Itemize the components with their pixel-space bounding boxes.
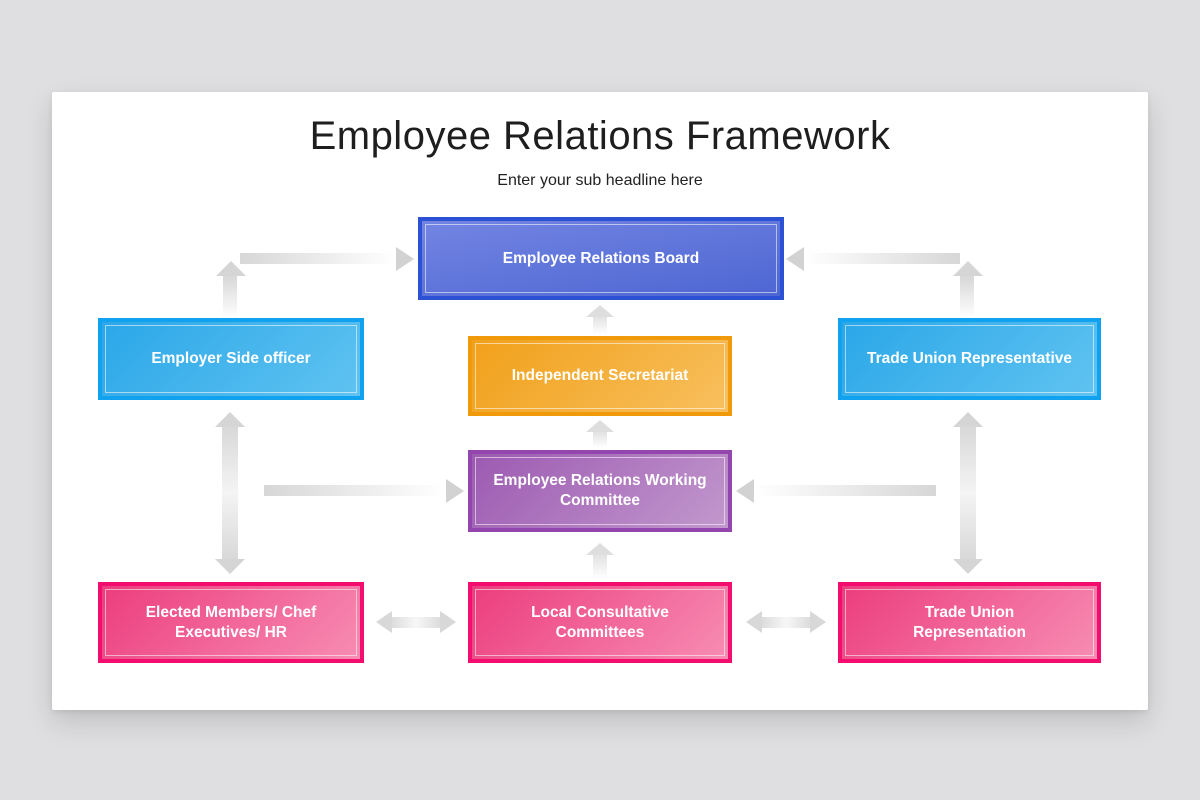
node-label: Elected Members/ Chef Executives/ HR <box>145 603 317 641</box>
arrow-shaft <box>754 485 936 496</box>
arrow-right-head <box>440 611 456 633</box>
arrow-shaft <box>593 432 607 448</box>
node-trade-union-representative: Trade Union Representative <box>838 318 1101 400</box>
node-label: Employer Side officer <box>151 350 311 367</box>
node-trade-union-representation: Trade Union Representation <box>838 582 1101 663</box>
arrow-up-head <box>953 412 983 427</box>
arrow-right-head <box>396 247 414 271</box>
arrow-shaft <box>264 485 446 496</box>
node-employee-relations-working-committee: Employee Relations Working Committee <box>468 450 732 532</box>
node-independent-secretariat: Independent Secretariat <box>468 336 732 416</box>
arrow-down-head <box>215 559 245 574</box>
arrow-shaft <box>593 555 607 579</box>
arrow-left-head <box>376 611 392 633</box>
arrow-shaft <box>240 253 396 264</box>
arrow-right-head <box>810 611 826 633</box>
arrow-right-head <box>446 479 464 503</box>
node-local-consultative-committees: Local Consultative Committees <box>468 582 732 663</box>
arrow-left-head <box>746 611 762 633</box>
node-label: Employee Relations Working Committee <box>493 472 707 509</box>
node-elected-members-chef-executives-hr: Elected Members/ Chef Executives/ HR <box>98 582 364 663</box>
arrow-up-head <box>586 543 614 555</box>
arrow-left-head <box>786 247 804 271</box>
node-employer-side-officer: Employer Side officer <box>98 318 364 400</box>
arrow-shaft <box>392 617 440 628</box>
arrow-up-head <box>215 412 245 427</box>
arrow-up-head <box>586 305 614 317</box>
node-label: Independent Secretariat <box>511 367 689 384</box>
arrow-shaft <box>222 426 238 560</box>
page-subtitle: Enter your sub headline here <box>497 172 703 189</box>
arrow-shaft <box>223 276 237 318</box>
arrow-up-head <box>586 420 614 432</box>
arrow-shaft <box>593 317 607 334</box>
arrow-shaft <box>762 617 810 628</box>
node-label: Local Consultative Committees <box>531 603 669 641</box>
arrow-up-head <box>216 261 246 276</box>
page-title: Employee Relations Framework <box>309 114 891 158</box>
arrow-left-head <box>736 479 754 503</box>
arrow-shaft <box>804 253 960 264</box>
node-employee-relations-board: Employee Relations Board <box>418 217 784 300</box>
arrow-down-head <box>953 559 983 574</box>
node-label: Employee Relations Board <box>502 249 700 267</box>
node-label: Trade Union Representation <box>913 603 1026 641</box>
arrow-shaft <box>960 426 976 560</box>
arrow-up-head <box>953 261 983 276</box>
arrow-shaft <box>960 276 974 318</box>
node-label: Trade Union Representative <box>866 350 1072 367</box>
